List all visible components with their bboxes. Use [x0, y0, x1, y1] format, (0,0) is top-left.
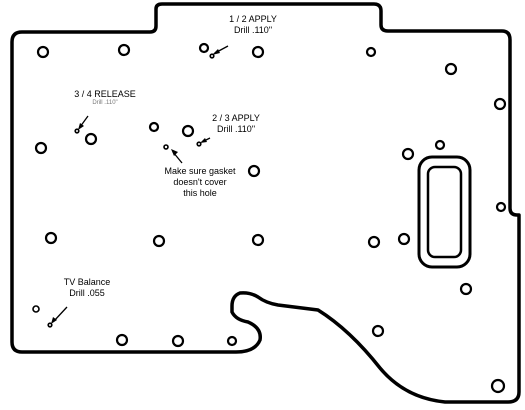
- plate-hole: [163, 144, 169, 150]
- plate-hole: [152, 234, 166, 248]
- label-tv-balance-note: Drill .055: [69, 288, 105, 298]
- plate-hole: [226, 335, 238, 347]
- gasket-note-line-3: this hole: [183, 188, 217, 198]
- plate-hole: [367, 235, 381, 249]
- label-1-2-apply: 1 / 2 APPLY Drill .110": [218, 14, 288, 36]
- plate-hole: [495, 201, 507, 213]
- label-2-3-apply-note: Drill .110": [216, 124, 256, 134]
- plate-hole: [401, 147, 415, 161]
- plate-holes: [32, 42, 507, 394]
- label-3-4-release: 3 / 4 RELEASE Drill .110": [60, 89, 150, 107]
- arrow-1-2-apply: [209, 45, 229, 59]
- plate-hole: [251, 233, 265, 247]
- gasket-note-line-2: doesn't cover: [173, 177, 227, 187]
- label-3-4-release-note: Drill .110": [92, 100, 118, 106]
- label-2-3-apply: 2 / 3 APPLY Drill .110": [200, 113, 272, 135]
- plate-hole: [84, 132, 98, 146]
- window-cutout-inner: [426, 165, 463, 259]
- plate-hole: [171, 334, 185, 348]
- plate-hole: [198, 42, 210, 54]
- arrow-tv-balance: [47, 306, 68, 328]
- label-tv-balance: TV Balance Drill .055: [50, 277, 124, 299]
- arrow-gasket-note: [171, 149, 183, 164]
- label-gasket-note: Make sure gasket doesn't cover this hole: [148, 166, 252, 199]
- plate-hole: [44, 231, 58, 245]
- plate-hole: [32, 305, 40, 313]
- plate-hole: [397, 232, 411, 246]
- separator-plate-outline: [10, 2, 521, 404]
- plate-hole: [434, 139, 446, 151]
- plate-hole: [247, 164, 261, 178]
- plate-hole: [490, 378, 506, 394]
- label-3-4-release-title: 3 / 4 RELEASE: [74, 89, 136, 99]
- plate-hole: [117, 43, 131, 57]
- label-1-2-apply-note: Drill .110": [233, 25, 273, 35]
- plate-hole: [251, 45, 265, 59]
- plate-hole: [181, 124, 195, 138]
- plate-hole: [34, 141, 48, 155]
- plate-hole: [493, 97, 507, 111]
- label-tv-balance-title: TV Balance: [63, 277, 111, 287]
- gasket-note-line-1: Make sure gasket: [164, 166, 236, 176]
- label-2-3-apply-title: 2 / 3 APPLY: [212, 113, 260, 123]
- arrow-2-3-apply: [196, 137, 211, 147]
- plate-hole: [444, 62, 458, 76]
- plate-hole: [36, 45, 50, 59]
- arrow-3-4-release: [74, 115, 89, 134]
- plate-hole: [459, 282, 473, 296]
- plate-hole: [365, 46, 377, 58]
- plate-hole: [371, 324, 385, 338]
- label-1-2-apply-title: 1 / 2 APPLY: [229, 14, 277, 24]
- plate-hole: [148, 121, 160, 133]
- plate-hole: [115, 333, 129, 347]
